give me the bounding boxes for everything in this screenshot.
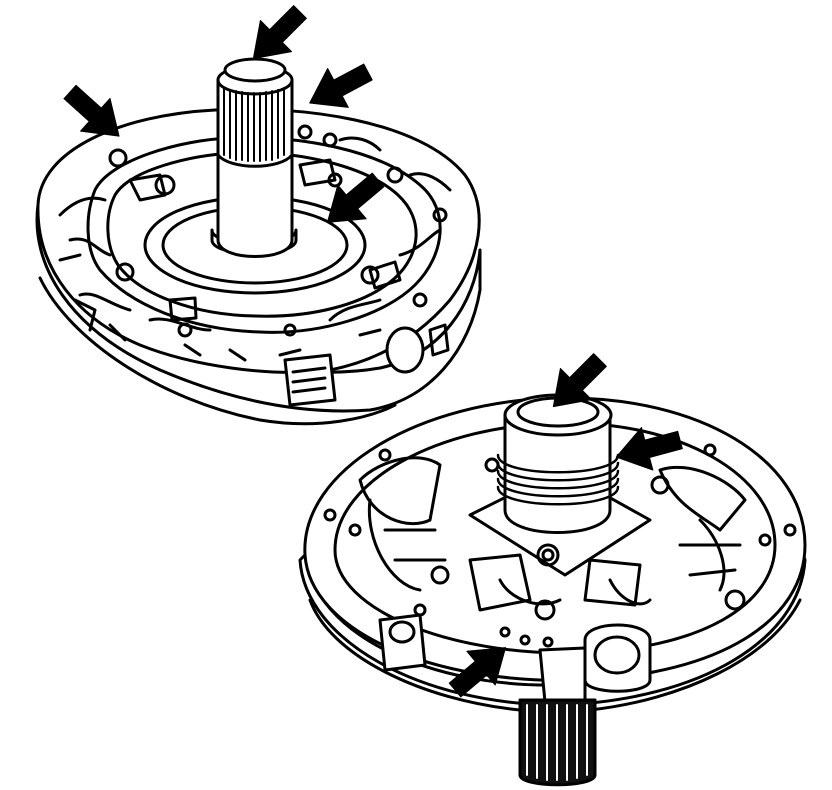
pump-hub	[496, 393, 620, 534]
stator-shaft	[210, 57, 298, 258]
input-shaft	[518, 698, 597, 787]
